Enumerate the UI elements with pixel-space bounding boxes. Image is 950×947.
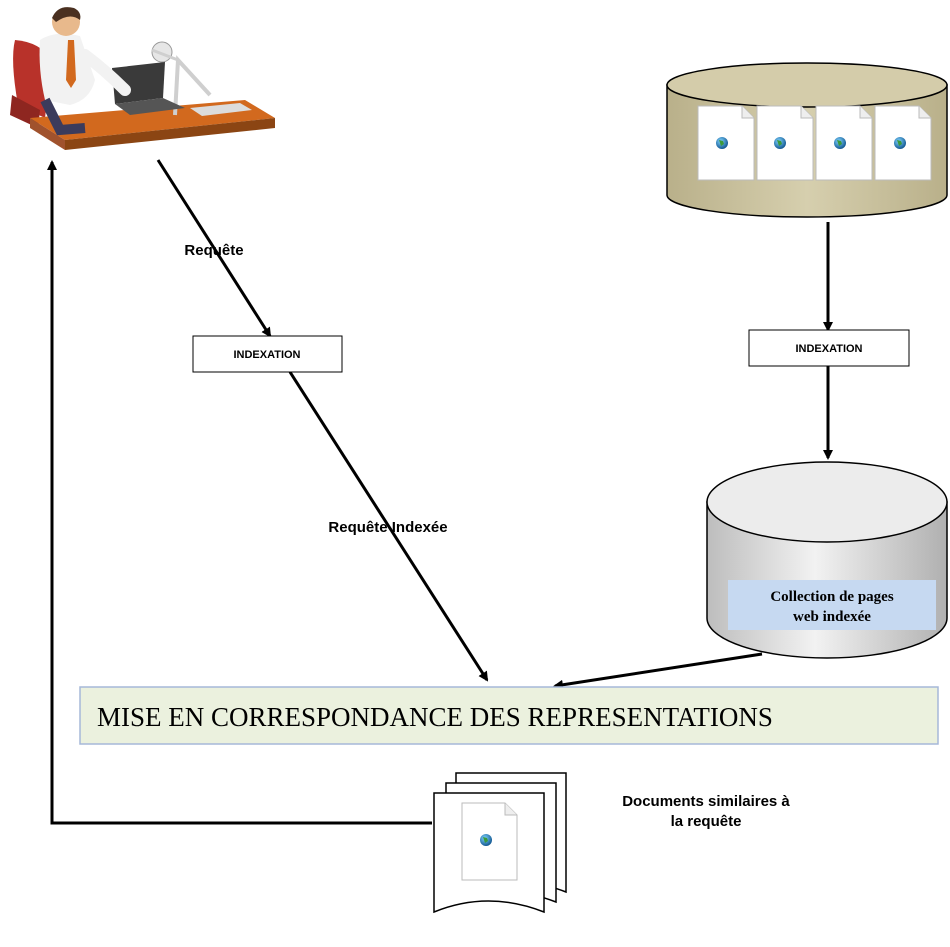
web-page-icon — [874, 105, 932, 181]
collection-label-line2: web indexée — [793, 609, 871, 625]
indexation-box-right: INDEXATION — [748, 329, 910, 367]
arrow-user-to-indexation — [156, 159, 272, 338]
indexation-left-label: INDEXATION — [233, 349, 300, 361]
query-label: Requête — [184, 242, 243, 259]
documents-label-line1: Documents similaires à — [622, 793, 790, 810]
matching-label: MISE EN CORRESPONDANCE DES REPRESENTATIO… — [97, 702, 773, 732]
web-page-icon — [815, 105, 873, 181]
web-pages-database — [666, 62, 948, 218]
indexed-collection-database: Collection de pages web indexée — [706, 461, 948, 659]
collection-label-line1: Collection de pages — [770, 589, 893, 605]
indexation-box-left: INDEXATION — [192, 335, 343, 373]
user-at-computer-icon — [10, 7, 275, 150]
web-page-icon — [697, 105, 755, 181]
documents-label-line2: la requête — [671, 813, 742, 830]
web-page-icon — [756, 105, 814, 181]
connectors — [47, 159, 833, 825]
arrow-collection-to-match — [553, 652, 763, 690]
indexation-right-label: INDEXATION — [795, 343, 862, 355]
documents-stack-icon — [433, 772, 567, 914]
arrow-indexation-to-match — [288, 371, 489, 682]
arrow-documents-to-user — [47, 160, 432, 825]
web-page-icon — [461, 802, 518, 881]
matching-box: MISE EN CORRESPONDANCE DES REPRESENTATIO… — [79, 686, 939, 745]
indexed-query-label: Requête Indexée — [328, 519, 447, 536]
